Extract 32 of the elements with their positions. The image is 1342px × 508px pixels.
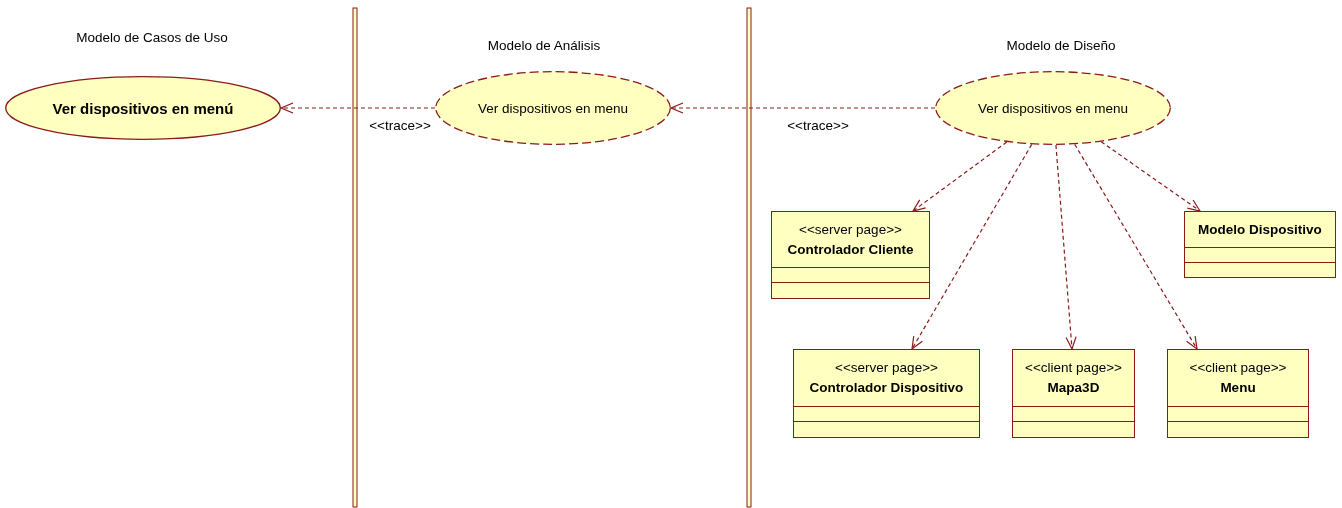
stereotype-label: <<client page>> — [1189, 359, 1287, 377]
dependency-arrow — [670, 102, 936, 114]
dependency-arrow — [912, 141, 1008, 212]
section-heading: Modelo de Diseño — [1006, 38, 1116, 53]
dependency-arrow — [911, 143, 1033, 350]
class-box — [1184, 211, 1336, 278]
dependency-arrow — [1055, 144, 1077, 350]
class-name: Menu — [1220, 379, 1256, 397]
use-case-ellipse — [435, 71, 671, 145]
class-box — [793, 349, 980, 438]
class-name: Controlador Dispositivo — [809, 379, 964, 397]
section-heading: Modelo de Casos de Uso — [76, 30, 228, 45]
class-box — [771, 211, 930, 299]
dependency-arrow — [1100, 141, 1201, 212]
use-case-ellipse — [935, 71, 1171, 145]
edge-label: <<trace>> — [785, 118, 851, 133]
class-name: Controlador Cliente — [787, 240, 914, 259]
class-box — [1012, 349, 1135, 438]
section-heading: Modelo de Análisis — [487, 38, 601, 53]
stereotype-label: <<server page>> — [835, 359, 938, 377]
stereotype-label: <<client page>> — [1025, 359, 1122, 377]
use-case-name: Ver dispositivos en menú — [52, 99, 234, 117]
stereotype-label: <<server page>> — [799, 220, 902, 239]
use-case-name: Ver dispositivos en menu — [977, 100, 1129, 116]
class-name: Modelo Dispositivo — [1198, 220, 1322, 239]
use-case-ellipse — [5, 76, 281, 140]
class-box — [1167, 349, 1309, 438]
dependency-arrow — [1074, 143, 1198, 350]
edge-label: <<trace>> — [367, 118, 433, 133]
use-case-name: Ver dispositivos en menu — [477, 100, 629, 116]
class-name: Mapa3D — [1047, 379, 1100, 397]
dependency-arrow — [280, 102, 436, 114]
